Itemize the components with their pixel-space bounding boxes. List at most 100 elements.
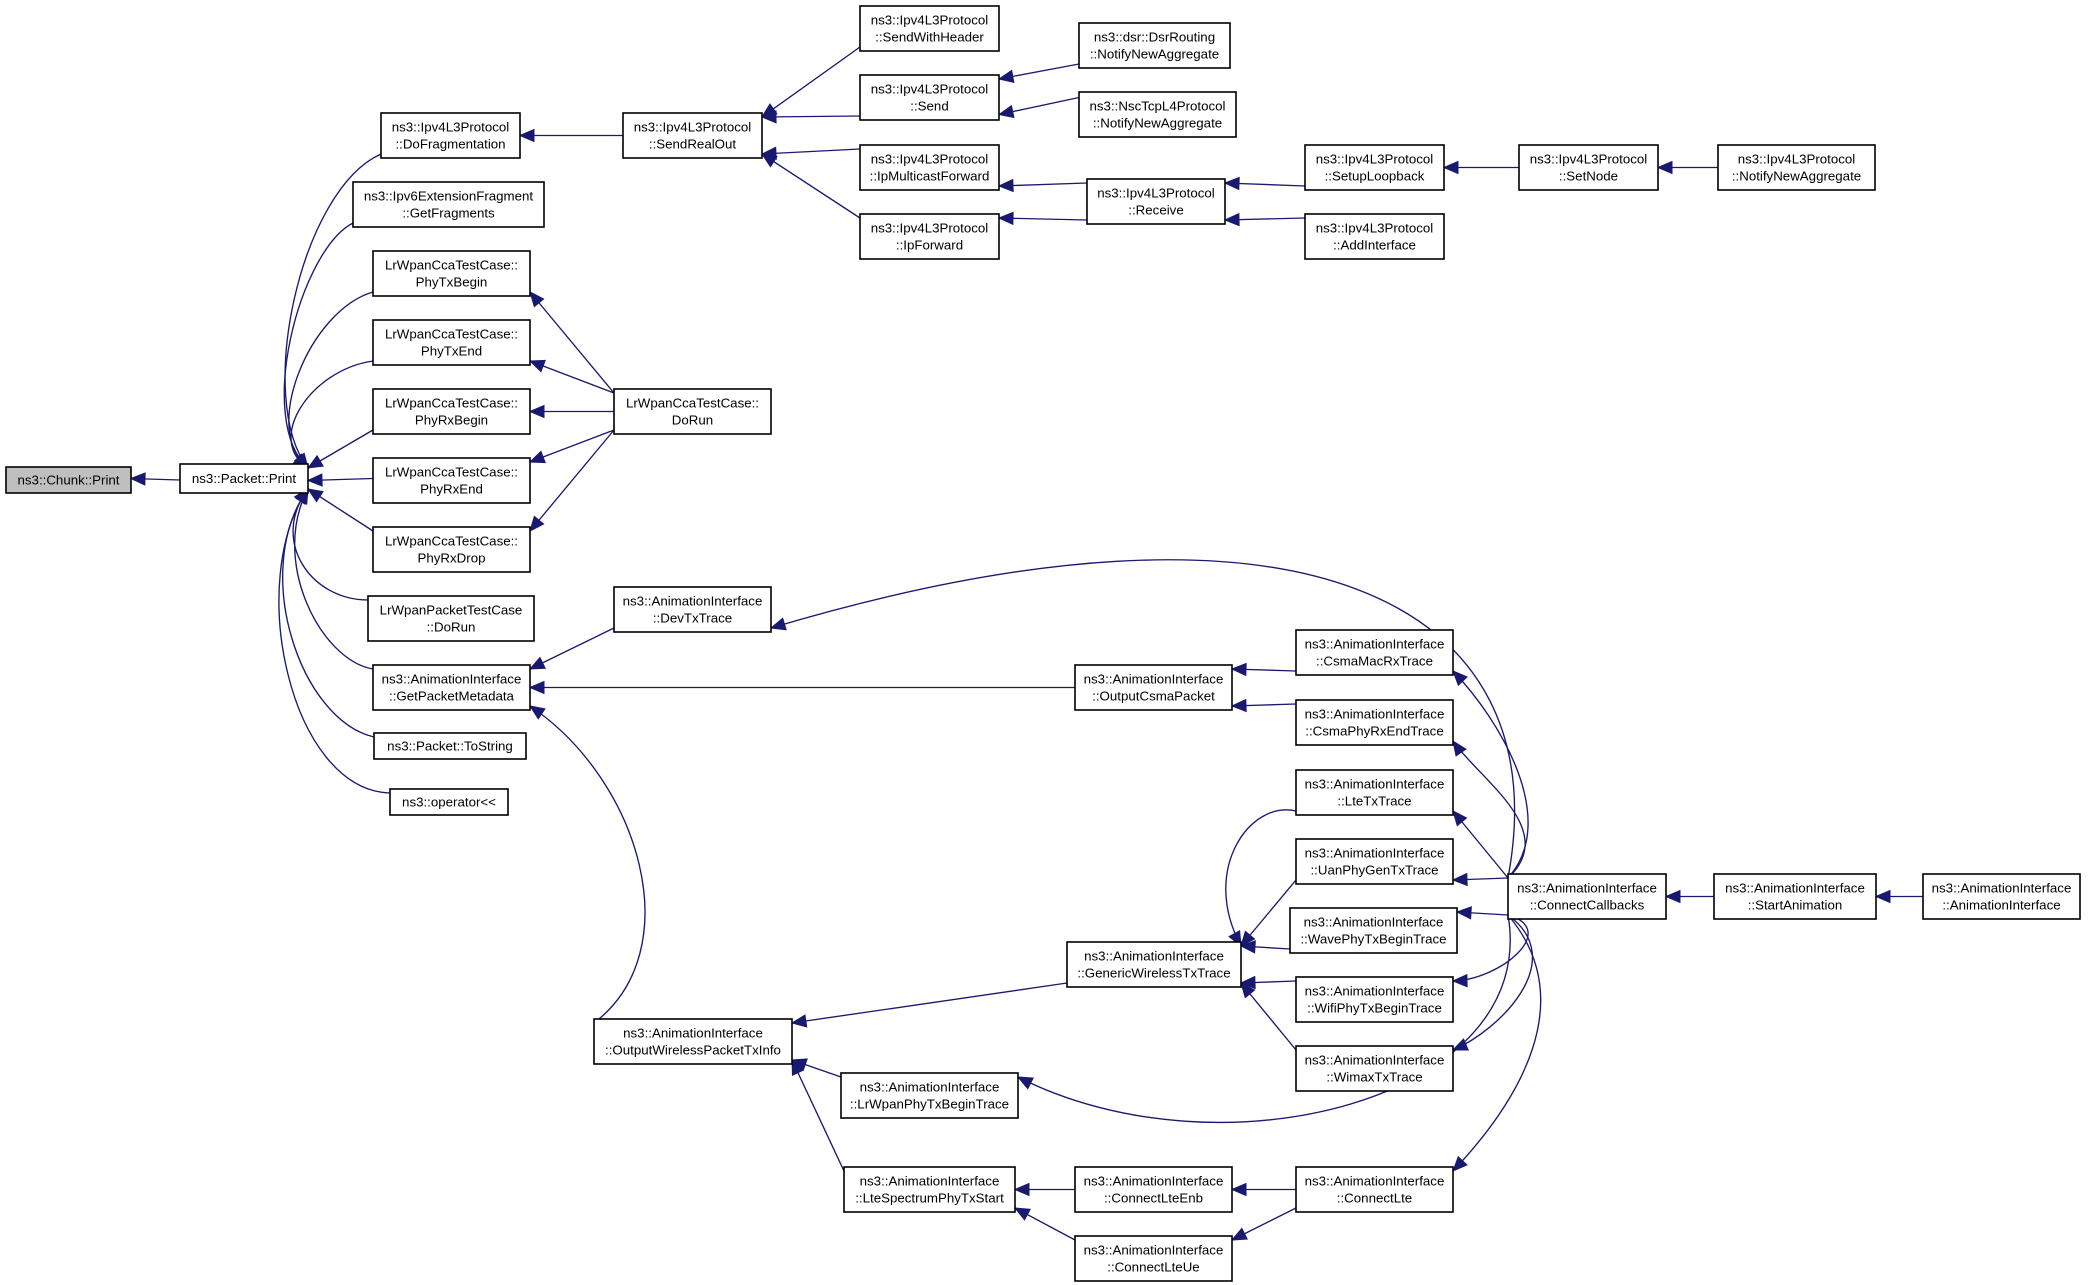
node-lrwpanphy[interactable]: ns3::AnimationInterface::LrWpanPhyTxBegi… — [840, 1072, 1019, 1119]
node-connectlte[interactable]: ns3::AnimationInterface::ConnectLte — [1295, 1166, 1454, 1213]
arrowhead-icon — [1230, 698, 1247, 713]
node-getpktmeta[interactable]: ns3::AnimationInterface::GetPacketMetada… — [372, 664, 531, 711]
arrowhead-icon — [528, 656, 546, 670]
node-startanimation[interactable]: ns3::AnimationInterface::StartAnimation — [1713, 873, 1877, 920]
node-box — [372, 457, 531, 504]
node-genericwireless[interactable]: ns3::AnimationInterface::GenericWireless… — [1066, 941, 1242, 988]
node-box — [1295, 1166, 1454, 1213]
node-ccadorun[interactable]: LrWpanCcaTestCase::DoRun — [613, 388, 772, 435]
node-phyrxbegin[interactable]: LrWpanCcaTestCase::PhyRxBegin — [372, 388, 531, 435]
arrowhead-icon — [1240, 982, 1256, 999]
node-pkttest[interactable]: LrWpanPacketTestCase::DoRun — [367, 595, 535, 642]
node-ipv4notify[interactable]: ns3::Ipv4L3Protocol::NotifyNewAggregate — [1717, 144, 1876, 191]
node-box — [372, 664, 531, 711]
node-box — [373, 732, 527, 760]
node-nscnotify[interactable]: ns3::NscTcpL4Protocol::NotifyNewAggregat… — [1078, 91, 1237, 138]
node-box — [1295, 976, 1454, 1023]
node-label: ::GetFragments — [402, 206, 495, 221]
call-edge — [791, 982, 1068, 1024]
node-box — [372, 388, 531, 435]
node-label: ns3::AnimationInterface — [1305, 1053, 1445, 1068]
node-connectcallbacks[interactable]: ns3::AnimationInterface::ConnectCallback… — [1507, 873, 1667, 920]
node-box — [843, 1166, 1016, 1213]
node-label: ns3::Chunk::Print — [18, 473, 120, 488]
node-ipmcast[interactable]: ns3::Ipv4L3Protocol::IpMulticastForward — [859, 144, 1000, 191]
node-box — [1295, 1045, 1454, 1092]
node-receive[interactable]: ns3::Ipv4L3Protocol::Receive — [1086, 178, 1226, 225]
node-label: ns3::Ipv6ExtensionFragment — [364, 189, 534, 204]
call-edge — [284, 153, 382, 469]
node-label: ::WifiPhyTxBeginTrace — [1307, 1001, 1442, 1016]
call-edge — [761, 46, 861, 118]
arrowhead-icon — [529, 515, 545, 532]
node-box — [5, 466, 132, 494]
node-devtxtrace[interactable]: ns3::AnimationInterface::DevTxTrace — [613, 586, 772, 633]
node-label: PhyRxBegin — [415, 413, 488, 428]
node-sendwithheader[interactable]: ns3::Ipv4L3Protocol::SendWithHeader — [859, 5, 1000, 52]
node-sendrealout[interactable]: ns3::Ipv4L3Protocol::SendRealOut — [622, 112, 763, 159]
node-ipforward[interactable]: ns3::Ipv4L3Protocol::IpForward — [859, 213, 1000, 260]
node-csmamacrx[interactable]: ns3::AnimationInterface::CsmaMacRxTrace — [1295, 629, 1454, 676]
node-label: ::DoFragmentation — [395, 137, 505, 152]
node-uanphygen[interactable]: ns3::AnimationInterface::UanPhyGenTxTrac… — [1295, 838, 1454, 885]
node-setuploopback[interactable]: ns3::Ipv4L3Protocol::SetupLoopback — [1304, 144, 1445, 191]
node-dsrnotify[interactable]: ns3::dsr::DsrRouting::NotifyNewAggregate — [1078, 22, 1231, 69]
node-send[interactable]: ns3::Ipv4L3Protocol::Send — [859, 74, 1000, 121]
node-tostring[interactable]: ns3::Packet::ToString — [373, 732, 527, 760]
node-label: ns3::AnimationInterface — [1305, 707, 1445, 722]
node-wavephy[interactable]: ns3::AnimationInterface::WavePhyTxBeginT… — [1289, 907, 1458, 954]
node-box — [380, 112, 521, 159]
node-outwireless[interactable]: ns3::AnimationInterface::OutputWirelessP… — [593, 1018, 793, 1065]
node-animiface[interactable]: ns3::AnimationInterface::AnimationInterf… — [1922, 873, 2081, 920]
arrowhead-icon — [1442, 160, 1459, 175]
node-label: ns3::NscTcpL4Protocol — [1090, 99, 1226, 114]
node-label: ::AnimationInterface — [1942, 898, 2060, 913]
node-getfrag[interactable]: ns3::Ipv6ExtensionFragment::GetFragments — [352, 181, 545, 228]
node-box — [367, 595, 535, 642]
node-box — [1507, 873, 1667, 920]
node-ltetx[interactable]: ns3::AnimationInterface::LteTxTrace — [1295, 769, 1454, 816]
node-box — [859, 213, 1000, 260]
call-edge — [292, 488, 369, 601]
node-phytxbegin[interactable]: LrWpanCcaTestCase::PhyTxBegin — [372, 250, 531, 297]
node-label: ns3::Ipv4L3Protocol — [1530, 152, 1648, 167]
node-dofrag[interactable]: ns3::Ipv4L3Protocol::DoFragmentation — [380, 112, 521, 159]
call-edge — [1452, 914, 1542, 1172]
node-ltespectrum[interactable]: ns3::AnimationInterface::LteSpectrumPhyT… — [843, 1166, 1016, 1213]
node-label: ::ConnectCallbacks — [1530, 898, 1645, 913]
node-label: ::StartAnimation — [1748, 898, 1843, 913]
node-csmaphyrxend[interactable]: ns3::AnimationInterface::CsmaPhyRxEndTra… — [1295, 699, 1454, 746]
node-label: ns3::AnimationInterface — [623, 594, 763, 609]
arrowhead-icon — [1455, 906, 1472, 920]
node-phyrxend[interactable]: LrWpanCcaTestCase::PhyRxEnd — [372, 457, 531, 504]
node-label: LrWpanCcaTestCase:: — [385, 396, 518, 411]
call-edge — [529, 360, 615, 394]
arrowhead-icon — [997, 211, 1014, 226]
node-outcsma[interactable]: ns3::AnimationInterface::OutputCsmaPacke… — [1074, 664, 1233, 711]
node-box — [1078, 91, 1237, 138]
call-edge — [293, 488, 374, 670]
node-label: ::WavePhyTxBeginTrace — [1300, 932, 1446, 947]
node-connectlteenb[interactable]: ns3::AnimationInterface::ConnectLteEnb — [1074, 1166, 1233, 1213]
node-wimaxtx[interactable]: ns3::AnimationInterface::WimaxTxTrace — [1295, 1045, 1454, 1092]
node-addinterface[interactable]: ns3::Ipv4L3Protocol::AddInterface — [1304, 213, 1445, 260]
node-box — [1078, 22, 1231, 69]
node-connectlteue[interactable]: ns3::AnimationInterface::ConnectLteUe — [1074, 1235, 1233, 1282]
node-oplshift[interactable]: ns3::operator<< — [389, 788, 509, 816]
arrowhead-icon — [1239, 940, 1256, 954]
arrowhead-icon — [1452, 810, 1468, 827]
node-setnode[interactable]: ns3::Ipv4L3Protocol::SetNode — [1518, 144, 1659, 191]
node-label: ::Receive — [1128, 203, 1183, 218]
node-label: ::NotifyNewAggregate — [1093, 116, 1222, 131]
node-wifiphy[interactable]: ns3::AnimationInterface::WifiPhyTxBeginT… — [1295, 976, 1454, 1023]
node-label: LrWpanCcaTestCase:: — [385, 327, 518, 342]
arrowhead-icon — [1452, 739, 1467, 757]
node-label: ns3::AnimationInterface — [1305, 1174, 1445, 1189]
node-label: ns3::Ipv4L3Protocol — [1738, 152, 1856, 167]
node-label: ::SetupLoopback — [1325, 169, 1425, 184]
arrowhead-icon — [1451, 973, 1468, 988]
node-phytxend[interactable]: LrWpanCcaTestCase::PhyTxEnd — [372, 319, 531, 366]
node-packet-print[interactable]: ns3::Packet::Print — [179, 463, 309, 494]
node-phyrxdrop[interactable]: LrWpanCcaTestCase::PhyRxDrop — [372, 526, 531, 573]
arrowhead-icon — [1230, 1227, 1248, 1241]
